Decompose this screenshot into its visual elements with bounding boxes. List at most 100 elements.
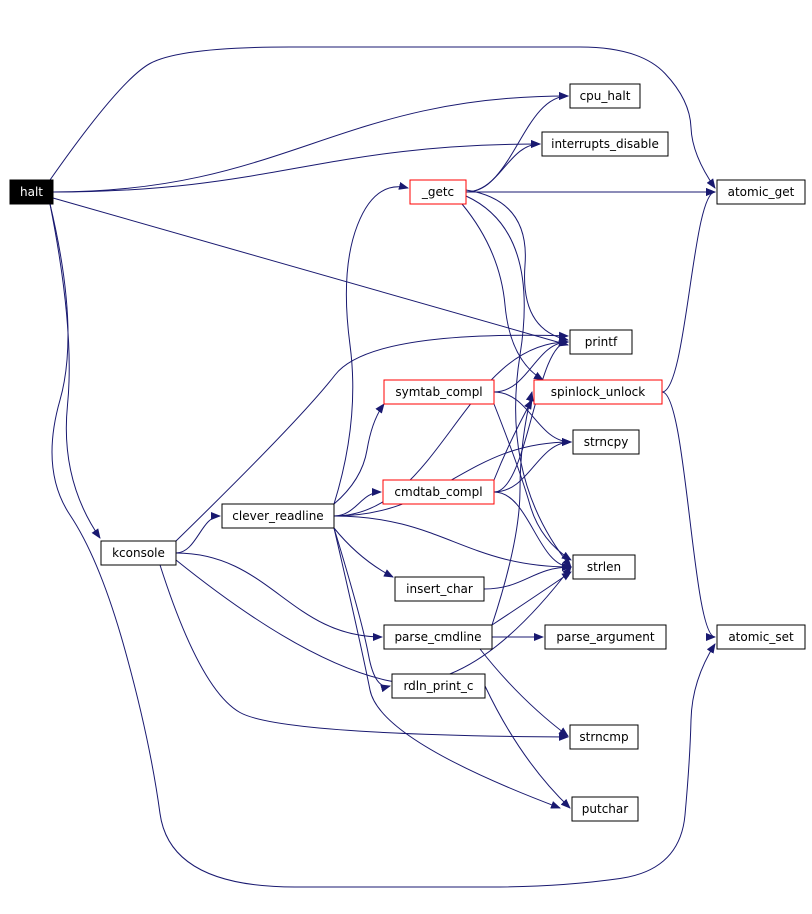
edge-path xyxy=(465,140,541,193)
node-putchar[interactable]: putchar xyxy=(571,796,639,822)
node-label: rdln_print_c xyxy=(403,679,473,693)
node-kconsole[interactable]: kconsole xyxy=(100,540,177,566)
node-box xyxy=(383,624,493,650)
edge-path xyxy=(49,203,716,888)
edge-_getc-to-strlen xyxy=(465,195,572,568)
edge-halt-to-cpu_halt xyxy=(52,92,569,193)
node-halt[interactable]: halt xyxy=(9,179,54,205)
edge-symtab_compl-to-strlen xyxy=(493,403,572,561)
edge-clever_readline-to-strlen xyxy=(333,515,572,571)
edge-parse_cmdline-to-spinlock_unlock xyxy=(491,391,534,626)
node-box xyxy=(382,479,495,505)
node-insert-char[interactable]: insert_char xyxy=(394,576,485,602)
edge-clever_readline-to-rdln_print_c xyxy=(333,527,391,693)
edge-parse_cmdline-to-strlen xyxy=(491,571,572,626)
edge-path xyxy=(493,399,533,481)
edge-clever_readline-to-strncpy xyxy=(333,438,572,517)
node-label: strncmp xyxy=(579,730,628,744)
node-box xyxy=(533,379,663,405)
node-symtab-compl[interactable]: symtab_compl xyxy=(383,379,495,405)
node-label: parse_cmdline xyxy=(394,630,481,644)
node-cpu-halt[interactable]: cpu_halt xyxy=(569,83,641,109)
edge-halt-to-interrupts_disable xyxy=(52,140,541,193)
edge-parse_cmdline-to-strncmp xyxy=(479,648,569,737)
node-label: putchar xyxy=(582,802,628,816)
edge-path xyxy=(175,512,221,554)
node-box xyxy=(716,624,806,650)
edge-path xyxy=(483,563,572,590)
node-box xyxy=(572,429,640,455)
node-box xyxy=(221,503,335,529)
node-printf[interactable]: printf xyxy=(569,329,633,355)
node-box xyxy=(544,624,667,650)
edge-path xyxy=(175,559,572,684)
node-box xyxy=(569,329,633,355)
edge-halt-to-atomic_get xyxy=(49,46,716,189)
node-parse-cmdline[interactable]: parse_cmdline xyxy=(383,624,493,650)
node-atomic-get[interactable]: atomic_get xyxy=(716,179,806,205)
edge-symtab_compl-to-printf xyxy=(493,338,569,393)
edge-path xyxy=(333,527,561,809)
node-label: atomic_get xyxy=(728,185,795,199)
node-atomic-set[interactable]: atomic_set xyxy=(716,624,806,650)
node-label: spinlock_unlock xyxy=(551,385,646,399)
edge-path xyxy=(49,46,716,189)
node-box xyxy=(716,179,806,205)
edge-clever_readline-to-insert_char xyxy=(333,527,394,578)
edge-path xyxy=(333,338,569,517)
edge-halt-to-printf xyxy=(52,197,569,347)
edge-path xyxy=(333,488,382,517)
edge-symtab_compl-to-strncpy xyxy=(493,391,572,446)
edge-path xyxy=(461,203,544,381)
node-strncmp[interactable]: strncmp xyxy=(569,724,639,750)
node-spinlock-unlock[interactable]: spinlock_unlock xyxy=(533,379,663,405)
edge-kconsole-to-parse_cmdline xyxy=(175,552,383,641)
edge-path xyxy=(159,564,569,741)
edge-clever_readline-to-symtab_compl xyxy=(333,403,385,505)
edge-halt-to-atomic_set xyxy=(49,203,716,888)
node-box xyxy=(569,724,639,750)
edge-_getc-to-spinlock_unlock xyxy=(461,203,544,381)
edge-cmdtab_compl-to-spinlock_unlock xyxy=(493,399,533,481)
node-strncpy[interactable]: strncpy xyxy=(572,429,640,455)
edge-clever_readline-to-printf xyxy=(333,338,569,517)
node-label: insert_char xyxy=(406,582,473,596)
edge-path xyxy=(52,140,541,193)
node-label: parse_argument xyxy=(556,630,655,644)
node-label: interrupts_disable xyxy=(551,137,659,151)
edge-cmdtab_compl-to-printf xyxy=(493,338,569,493)
edge-path xyxy=(493,391,572,446)
node-label: cmdtab_compl xyxy=(394,485,482,499)
edge-path xyxy=(465,195,572,568)
node-parse-argument[interactable]: parse_argument xyxy=(544,624,667,650)
edge-_getc-to-printf xyxy=(465,189,569,343)
node-label: halt xyxy=(20,185,43,199)
node-box xyxy=(383,379,495,405)
edge-clever_readline-to-putchar xyxy=(333,527,561,809)
edge-layer xyxy=(49,46,716,888)
node-cmdtab-compl[interactable]: cmdtab_compl xyxy=(382,479,495,505)
node-label: cpu_halt xyxy=(580,89,631,103)
node-rdln-print-c[interactable]: rdln_print_c xyxy=(391,673,486,699)
edge-path xyxy=(52,92,569,193)
node--getc[interactable]: _getc xyxy=(409,179,467,205)
edge-path xyxy=(333,515,572,571)
node-interrupts-disable[interactable]: interrupts_disable xyxy=(541,131,669,157)
edge-kconsole-to-printf xyxy=(175,331,569,542)
node-box xyxy=(100,540,177,566)
edge-path xyxy=(333,527,394,578)
node-label: strlen xyxy=(587,560,621,574)
node-box xyxy=(569,83,641,109)
edge-spinlock_unlock-to-atomic_get xyxy=(661,188,716,393)
node-strlen[interactable]: strlen xyxy=(572,554,636,580)
node-box xyxy=(571,796,639,822)
node-box xyxy=(394,576,485,602)
edge-spinlock_unlock-to-atomic_set xyxy=(661,391,716,641)
node-clever-readline[interactable]: clever_readline xyxy=(221,503,335,529)
edge-path xyxy=(484,685,571,809)
edge-path xyxy=(52,197,569,347)
node-box xyxy=(572,554,636,580)
edge-path xyxy=(465,189,569,343)
node-label: atomic_set xyxy=(728,630,794,644)
edge-_getc-to-interrupts_disable xyxy=(465,140,541,193)
